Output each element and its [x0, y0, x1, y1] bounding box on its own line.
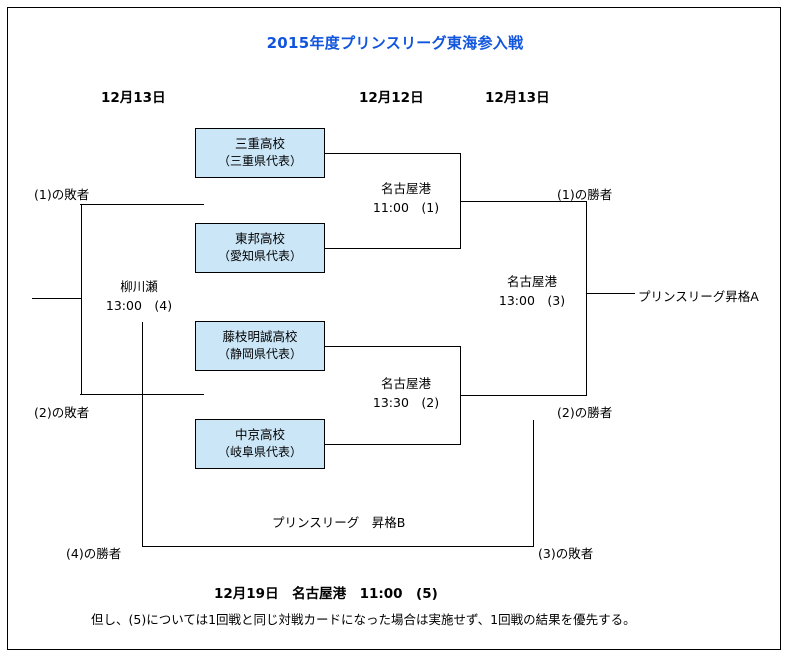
team-name: 三重高校 [234, 136, 285, 152]
connector-fujieda-to-m2 [325, 346, 461, 347]
loser-2-label: (2)の敗者 [34, 405, 90, 420]
team-box-fujieda[interactable]: 藤枝明誠高校 （静岡県代表） [195, 321, 325, 371]
team-region: （静岡県代表） [217, 347, 302, 362]
match-2: 名古屋港 13:30 (2) [351, 375, 461, 413]
loser-3-label: (3)の敗者 [538, 546, 594, 561]
team-name: 藤枝明誠高校 [222, 329, 298, 345]
connector-promotion-b-horizontal [142, 546, 534, 547]
match-time: 13:30 (2) [372, 394, 440, 410]
connector-loser1-to-m4 [80, 204, 204, 205]
team-region: （愛知県代表） [217, 249, 302, 264]
team-name: 中京高校 [234, 427, 285, 443]
connector-mie-to-m1 [325, 153, 461, 154]
connector-m1-to-final [460, 201, 587, 202]
match-time: 13:00 (3) [498, 292, 566, 308]
match-venue: 名古屋港 [380, 181, 431, 196]
team-name: 東邦高校 [234, 231, 285, 247]
winner-4-label: (4)の勝者 [66, 546, 122, 561]
diagram-frame: 2015年度プリンスリーグ東海参入戦 12月13日 12月12日 12月13日 … [7, 7, 781, 650]
footer-match-5: 12月19日 名古屋港 11:00 (5) [214, 586, 438, 602]
promotion-b-label: プリンスリーグ 昇格B [272, 515, 406, 530]
connector-final-to-promotion-a [586, 293, 635, 294]
connector-chukyo-to-m2 [325, 444, 461, 445]
team-box-toho[interactable]: 東邦高校 （愛知県代表） [195, 223, 325, 273]
connector-toho-to-m1 [325, 248, 461, 249]
footer-note: 但し、(5)については1回戦と同じ対戦カードになった場合は実施せず、1回戦の結果… [91, 612, 636, 627]
team-region: （三重県代表） [217, 154, 302, 169]
match-venue: 名古屋港 [380, 376, 431, 391]
date-header-right: 12月13日 [485, 90, 550, 106]
match-3-final: 名古屋港 13:00 (3) [476, 273, 588, 311]
connector-m4winner-vertical [142, 322, 143, 547]
promotion-a-label: プリンスリーグ昇格A [638, 289, 759, 304]
loser-1-label: (1)の敗者 [34, 187, 90, 202]
page-title: 2015年度プリンスリーグ東海参入戦 [266, 34, 524, 52]
match-4: 柳川瀬 13:00 (4) [83, 278, 195, 316]
connector-m4-vertical [81, 204, 82, 395]
match-time: 13:00 (4) [105, 297, 173, 313]
connector-m2-to-final [460, 395, 587, 396]
match-1: 名古屋港 11:00 (1) [351, 180, 461, 218]
team-box-chukyo[interactable]: 中京高校 （岐阜県代表） [195, 419, 325, 469]
team-box-mie[interactable]: 三重高校 （三重県代表） [195, 128, 325, 178]
connector-m4-output [32, 298, 82, 299]
connector-m3loser-vertical [533, 420, 534, 547]
match-time: 11:00 (1) [372, 199, 440, 215]
match-venue: 柳川瀬 [120, 279, 158, 294]
winner-1-label: (1)の勝者 [557, 187, 613, 202]
winner-2-label: (2)の勝者 [557, 405, 613, 420]
connector-final-vertical [586, 201, 587, 396]
date-header-center: 12月12日 [359, 90, 424, 106]
match-venue: 名古屋港 [506, 274, 557, 289]
team-region: （岐阜県代表） [217, 445, 302, 460]
date-header-left: 12月13日 [101, 90, 166, 106]
